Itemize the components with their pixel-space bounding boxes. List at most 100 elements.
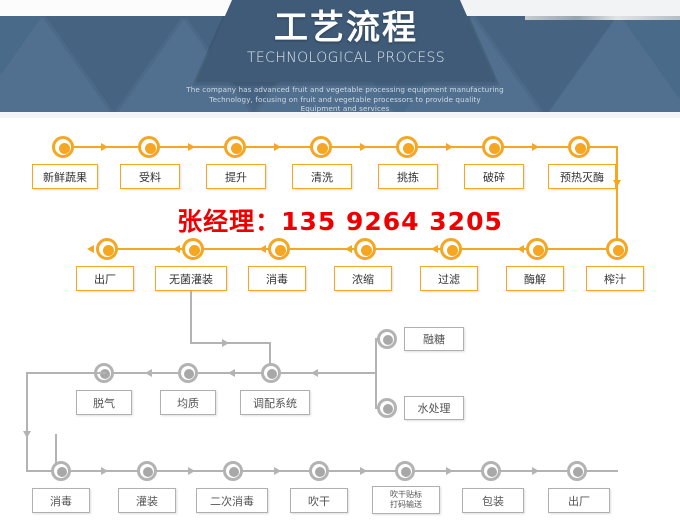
branch-connector-line — [375, 338, 377, 408]
row2-arrow-icon — [173, 245, 180, 253]
flow-node-label: 榨汁 — [604, 272, 626, 286]
header-banner: 工艺流程 TECHNOLOGICAL PROCESS The company h… — [0, 0, 680, 118]
header-bottom-divider — [0, 112, 680, 118]
row4-node-dot — [51, 461, 71, 481]
flow-node-label: 挑拣 — [397, 170, 419, 184]
row4-arrow-icon — [446, 467, 453, 475]
flow-node-row2-5[interactable]: 酶解 — [506, 266, 564, 291]
row4-connector-line — [58, 470, 618, 472]
row3-to-row4-connector — [26, 372, 106, 374]
row1-node-dot — [396, 136, 418, 158]
row4-arrow-icon — [360, 467, 367, 475]
flow-diagram: 新鲜蔬果 受料 提升 清洗 挑拣 破碎 预热灭酶 出厂 无菌灌装 消毒 浓缩 过… — [0, 118, 680, 521]
flow-node-row3-2[interactable]: 调配系统 — [240, 390, 310, 415]
flow-node-label: 破碎 — [483, 170, 505, 184]
flow-node-row1-3[interactable]: 清洗 — [292, 164, 352, 189]
flow-node-row2-2[interactable]: 消毒 — [248, 266, 306, 291]
header-subtitle-line-3: Equipment and services — [300, 104, 390, 113]
row1-connector-line — [58, 146, 618, 149]
branch-node-dot — [377, 398, 397, 418]
row2-arrow-icon — [87, 245, 94, 253]
title-plate — [196, 0, 496, 82]
row4-arrow-icon — [274, 467, 281, 475]
row3-node-dot — [261, 363, 281, 383]
flow-node-row4-2[interactable]: 二次消毒 — [196, 488, 268, 513]
flow-node-row1-1[interactable]: 受料 — [120, 164, 180, 189]
flow-node-label: 水处理 — [417, 402, 451, 415]
row2-to-row3-arrow-icon — [222, 339, 229, 347]
row4-arrow-icon — [188, 467, 195, 475]
flow-node-row4-5[interactable]: 包装 — [462, 488, 524, 513]
flow-node-label: 二次消毒 — [210, 494, 254, 508]
flow-node-row1-6[interactable]: 预热灭酶 — [548, 164, 616, 189]
row1-arrow-icon — [532, 143, 539, 151]
flow-node-label: 均质 — [177, 396, 199, 410]
flow-node-label: 过滤 — [438, 272, 460, 286]
row2-node-dot — [606, 238, 628, 260]
flow-node-branch-0[interactable]: 融糖 — [404, 327, 464, 351]
row1-node-dot — [138, 136, 160, 158]
row4-arrow-icon — [101, 467, 108, 475]
row2-arrow-icon — [431, 245, 438, 253]
row1-arrow-icon — [274, 143, 281, 151]
flow-node-row2-0[interactable]: 出厂 — [76, 266, 134, 291]
header-subtitle: The company has advanced fruit and veget… — [150, 85, 540, 114]
row1-arrow-icon — [360, 143, 367, 151]
flow-node-label: 浓缩 — [352, 272, 374, 286]
row1-node-dot — [482, 136, 504, 158]
flow-node-row1-4[interactable]: 挑拣 — [378, 164, 438, 189]
branch-node-dot — [377, 329, 397, 349]
flow-node-row2-6[interactable]: 榨汁 — [586, 266, 644, 291]
flow-node-row4-3[interactable]: 吹干 — [290, 488, 348, 513]
flow-node-row3-0[interactable]: 脱气 — [76, 390, 132, 415]
row1-node-dot — [568, 136, 590, 158]
flow-node-row4-4[interactable]: 吹干贴标 打码输送 — [372, 486, 440, 514]
decor-triangle-icon — [545, 14, 680, 118]
row2-node-dot — [96, 238, 118, 260]
row2-arrow-icon — [345, 245, 352, 253]
flow-node-label: 受料 — [139, 170, 161, 184]
row2-node-dot — [526, 238, 548, 260]
flow-node-row1-2[interactable]: 提升 — [206, 164, 266, 189]
flow-node-label: 预热灭酶 — [560, 170, 604, 184]
flow-node-row4-6[interactable]: 出厂 — [548, 488, 610, 513]
flow-node-row3-1[interactable]: 均质 — [160, 390, 216, 415]
row2-node-dot — [182, 238, 204, 260]
flow-node-row2-4[interactable]: 过滤 — [420, 266, 478, 291]
row3-to-row4-arrow-icon — [23, 431, 31, 438]
row3-to-row4-connector — [26, 372, 28, 472]
row3-to-row4-connector — [26, 470, 56, 472]
flow-node-label: 消毒 — [50, 494, 72, 508]
header-subtitle-line-1: The company has advanced fruit and veget… — [186, 85, 504, 94]
flow-node-row2-1[interactable]: 无菌灌装 — [155, 266, 227, 291]
flow-node-row4-1[interactable]: 灌装 — [118, 488, 176, 513]
row4-node-dot — [567, 461, 587, 481]
flow-node-row2-3[interactable]: 浓缩 — [334, 266, 392, 291]
flow-node-row1-0[interactable]: 新鲜蔬果 — [32, 164, 98, 189]
row2-arrow-icon — [517, 245, 524, 253]
flow-node-label: 无菌灌装 — [169, 272, 213, 286]
header-subtitle-line-2: Technology, focusing on fruit and vegeta… — [209, 94, 481, 104]
flow-node-label: 脱气 — [93, 396, 115, 410]
flow-node-row4-0[interactable]: 消毒 — [32, 488, 90, 513]
row2-to-row3-connector — [190, 342, 270, 344]
flow-node-label: 融糖 — [423, 333, 445, 346]
row1-arrow-icon — [446, 143, 453, 151]
flow-node-row1-5[interactable]: 破碎 — [464, 164, 524, 189]
decor-triangle-icon — [0, 14, 118, 118]
page-title-en: TECHNOLOGICAL PROCESS — [246, 50, 446, 66]
row4-node-dot — [481, 461, 501, 481]
row2-node-dot — [354, 238, 376, 260]
flow-node-label: 灌装 — [136, 494, 158, 508]
flow-node-label: 酶解 — [524, 272, 546, 286]
flow-node-label: 清洗 — [311, 170, 333, 184]
flow-node-label: 包装 — [482, 494, 504, 508]
row1-to-row2-connector — [616, 208, 619, 244]
branch-connector-line — [318, 372, 376, 374]
row3-to-row4-connector — [55, 434, 57, 471]
flow-node-label-line2: 打码输送 — [390, 500, 422, 509]
flow-node-label: 出厂 — [568, 494, 590, 508]
flow-node-branch-1[interactable]: 水处理 — [404, 396, 464, 420]
row1-node-dot — [310, 136, 332, 158]
